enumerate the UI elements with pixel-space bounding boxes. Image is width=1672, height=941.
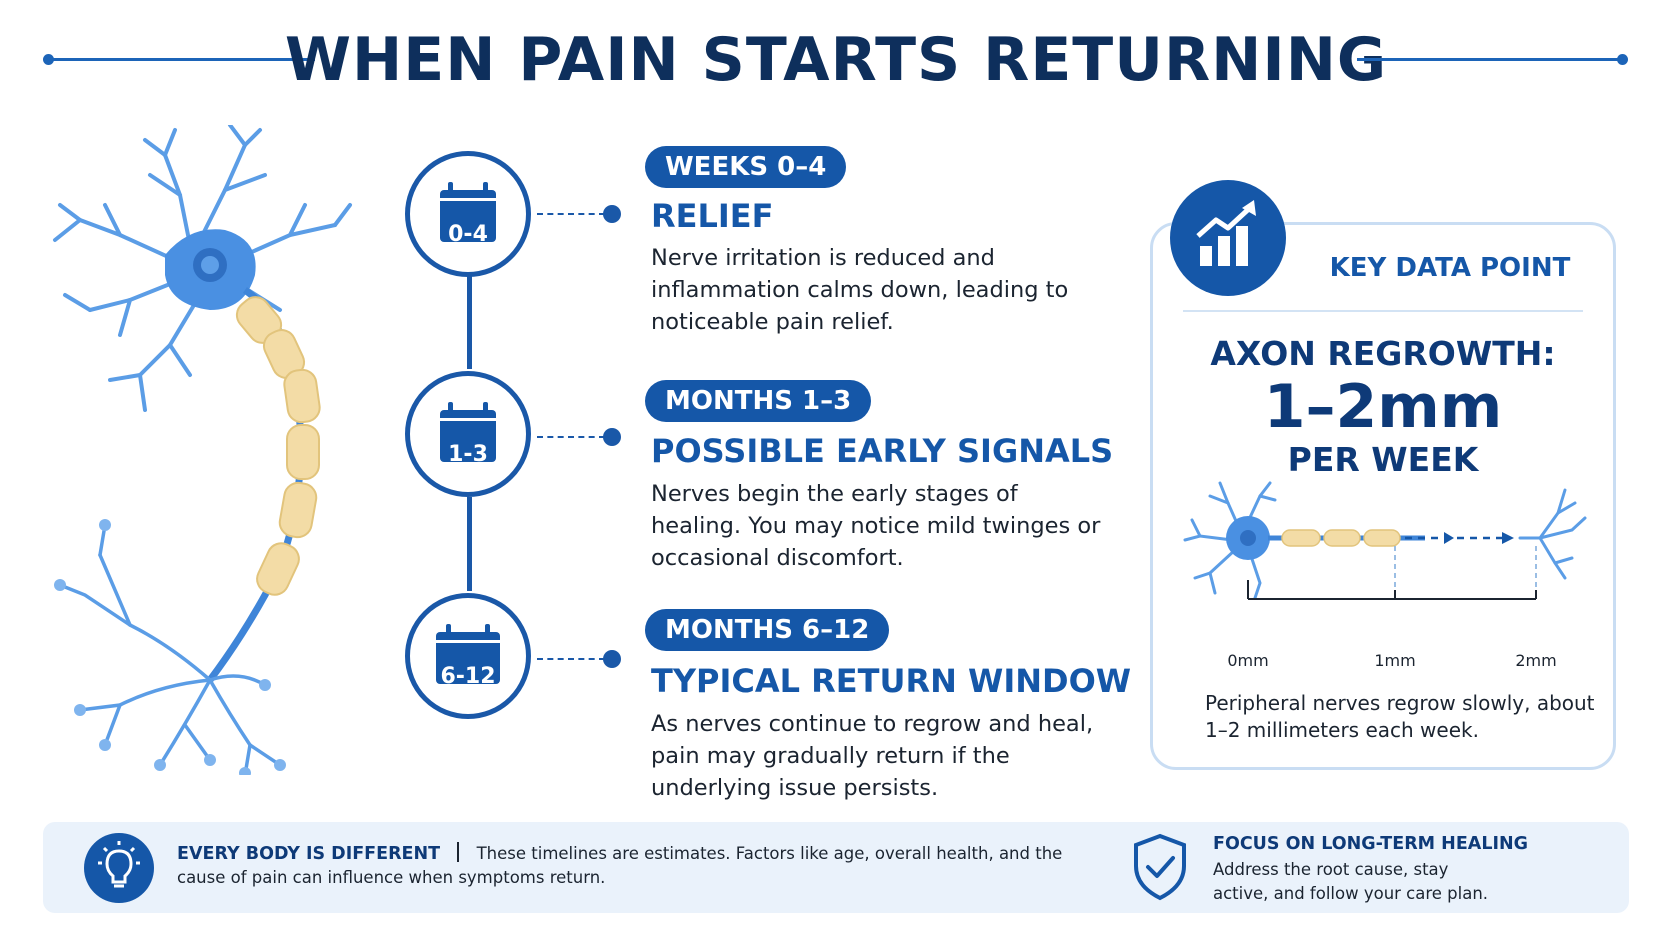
banner-right-title: FOCUS ON LONG-TERM HEALING xyxy=(1213,834,1528,854)
neuron-illustration xyxy=(53,125,352,775)
page-title: WHEN PAIN STARTS RETURNING xyxy=(284,25,1388,95)
stage-pill-months-1-3: MONTHS 1–3 xyxy=(645,380,872,422)
key-data-value: 1–2mm xyxy=(1263,372,1503,442)
stage-title-return-window: TYPICAL RETURN WINDOW xyxy=(651,662,1132,700)
calendar-icon xyxy=(440,402,496,462)
stage-pill-months-6-12: MONTHS 6–12 xyxy=(645,609,890,651)
key-data-unit: PER WEEK xyxy=(1287,440,1479,479)
banner-left-text: EVERY BODY IS DIFFERENT These timelines … xyxy=(177,842,1087,890)
stage-desc-early-signals: Nerves begin the early stages of healing… xyxy=(651,481,1101,571)
timeline-connector-2 xyxy=(467,497,472,591)
timeline-dot-3 xyxy=(603,650,621,668)
timeline-node-label: 0-4 xyxy=(448,222,488,247)
shield-check-icon xyxy=(1134,833,1186,901)
banner-left-title: EVERY BODY IS DIFFERENT xyxy=(177,844,441,864)
key-data-headline: AXON REGROWTH: xyxy=(1210,334,1556,373)
timeline-dash-2 xyxy=(537,436,605,438)
lightbulb-icon-badge xyxy=(84,833,154,903)
timeline-dash-3 xyxy=(537,658,605,660)
key-data-card xyxy=(1150,222,1616,770)
scale-label-0mm: 0mm xyxy=(1227,651,1269,670)
timeline-dot-1 xyxy=(603,205,621,223)
scale-label-1mm: 1mm xyxy=(1374,651,1416,670)
timeline-dot-2 xyxy=(603,428,621,446)
timeline-node-label: 1-3 xyxy=(448,442,488,467)
calendar-icon xyxy=(436,624,500,684)
title-left-line xyxy=(48,58,315,61)
title-right-dot xyxy=(1617,54,1628,65)
banner-right-body: Address the root cause, stay active, and… xyxy=(1213,860,1489,903)
timeline-dash-1 xyxy=(537,213,605,215)
axon-regrowth-diagram xyxy=(1183,481,1587,600)
banner-left-body: These timelines are estimates. Factors l… xyxy=(177,844,1063,887)
stage-pill-weeks: WEEKS 0–4 xyxy=(645,146,847,188)
stage-title-relief: RELIEF xyxy=(651,197,774,235)
lightbulb-icon xyxy=(98,841,140,888)
timeline-node-6-12: 6-12 xyxy=(405,593,531,719)
stage-title-early-signals: POSSIBLE EARLY SIGNALS xyxy=(651,432,1114,470)
chart-growth-icon xyxy=(1196,200,1256,266)
stage-desc-return-window: As nerves continue to regrow and heal, p… xyxy=(651,711,1094,801)
banner-separator xyxy=(457,842,460,862)
stage-desc-relief: Nerve irritation is reduced and inflamma… xyxy=(651,245,1069,335)
key-data-footnote: Peripheral nerves regrow slowly, about 1… xyxy=(1205,691,1595,742)
key-data-label: KEY DATA POINT xyxy=(1329,253,1571,283)
scale-label-2mm: 2mm xyxy=(1515,651,1557,670)
key-data-badge xyxy=(1170,180,1286,296)
timeline-node-0-4: 0-4 xyxy=(405,151,531,277)
card-divider xyxy=(1183,310,1583,312)
title-right-line xyxy=(1357,58,1619,61)
info-banner xyxy=(43,822,1629,913)
timeline-node-label: 6-12 xyxy=(440,664,496,689)
timeline-node-1-3: 1-3 xyxy=(405,371,531,497)
timeline-connector-1 xyxy=(467,276,472,369)
calendar-icon xyxy=(440,182,496,242)
